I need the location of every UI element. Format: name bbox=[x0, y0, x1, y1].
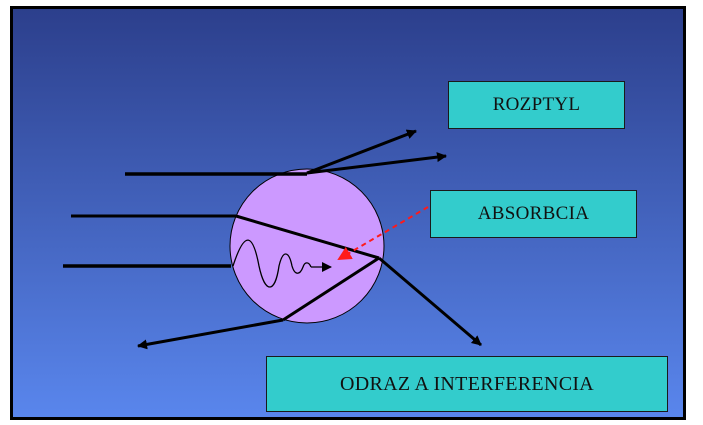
light-interaction-diagram bbox=[63, 129, 482, 350]
scatter-arrow-upper bbox=[306, 129, 417, 175]
exit-ray-left bbox=[137, 318, 284, 350]
label-scatter: ROZPTYL bbox=[448, 81, 625, 129]
reflected-ray-out bbox=[378, 256, 482, 347]
label-reflection-interference: ODRAZ A INTERFERENCIA bbox=[266, 356, 668, 412]
slide: ROZPTYL ABSORBCIA ODRAZ A INTERFERENCIA bbox=[10, 6, 686, 420]
particle-sphere bbox=[229, 168, 385, 324]
internal-reflection-ray bbox=[282, 256, 380, 322]
label-absorption: ABSORBCIA bbox=[430, 190, 637, 238]
scatter-arrow-lower bbox=[306, 152, 447, 175]
absorption-arrow bbox=[337, 206, 429, 261]
refracted-ray bbox=[235, 214, 380, 260]
damped-wave bbox=[232, 239, 312, 288]
